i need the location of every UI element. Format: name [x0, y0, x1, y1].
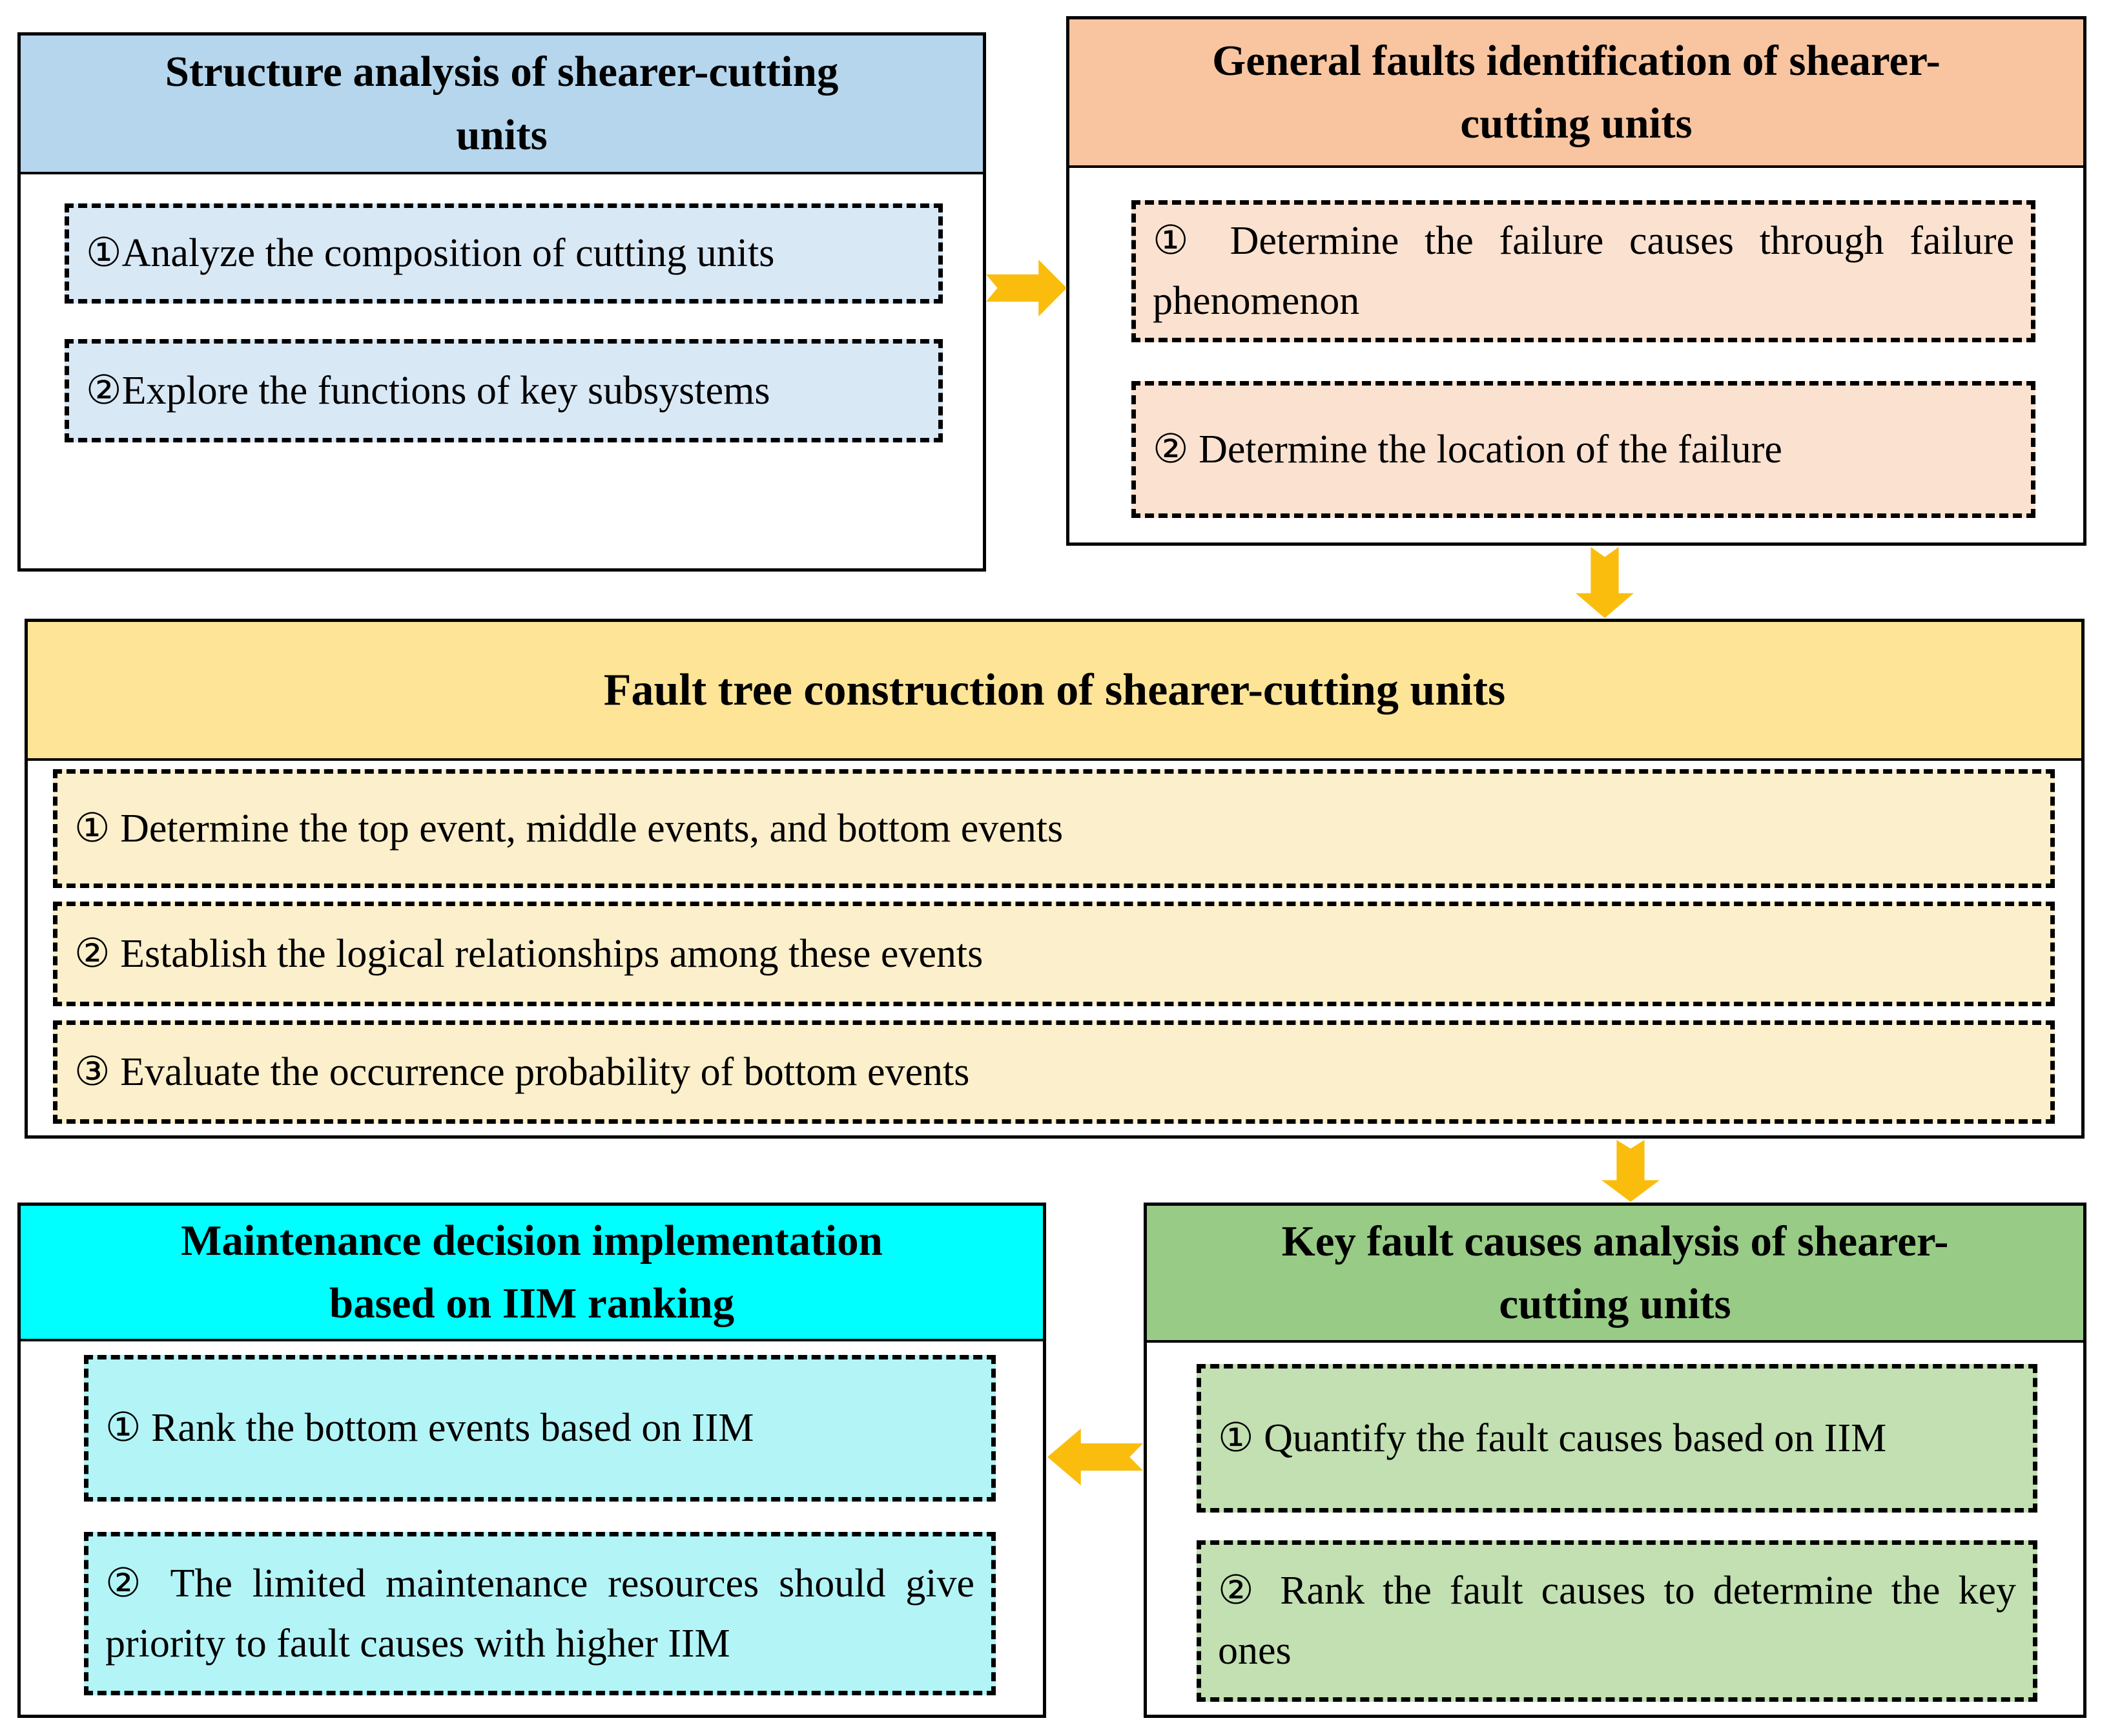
key-fault-causes-title-line2: cutting units — [1499, 1280, 1731, 1328]
step-text: ③ Evaluate the occurrence probability of… — [74, 1049, 970, 1094]
fault-tree-construction-box: Fault tree construction of shearer-cutti… — [25, 619, 2085, 1139]
general-faults-title-line1: General faults identification of shearer… — [1212, 36, 1941, 85]
structure-analysis-box: Structure analysis of shearer-cutting un… — [17, 32, 986, 572]
step-text: ② Rank the fault causes to determine the… — [1218, 1569, 2016, 1673]
structure-analysis-step-1: ①Analyze the composition of cutting unit… — [65, 203, 943, 304]
step-text: ②Explore the functions of key subsystems — [86, 368, 770, 413]
fault-tree-construction-header: Fault tree construction of shearer-cutti… — [28, 622, 2081, 761]
step-text: ① Determine the failure causes through f… — [1153, 219, 2014, 323]
down-arrow-icon — [1576, 547, 1634, 618]
key-fault-causes-title-line1: Key fault causes analysis of shearer- — [1281, 1217, 1949, 1265]
structure-analysis-step-2: ②Explore the functions of key subsystems — [65, 339, 943, 442]
maintenance-decision-title-line2: based on IIM ranking — [329, 1279, 735, 1327]
general-faults-step-2: ② Determine the location of the failure — [1131, 381, 2035, 518]
structure-analysis-title-line2: units — [456, 110, 548, 159]
step-text: ① Quantify the fault causes based on IIM — [1218, 1416, 1887, 1460]
maintenance-decision-step-1: ① Rank the bottom events based on IIM — [84, 1355, 996, 1502]
left-arrow-icon — [1047, 1429, 1143, 1485]
step-text: ① Determine the top event, middle events… — [74, 806, 1064, 851]
key-fault-causes-step-2: ② Rank the fault causes to determine the… — [1197, 1540, 2037, 1702]
down-arrow-icon — [1601, 1140, 1660, 1202]
step-text: ② The limited maintenance resources shou… — [105, 1561, 974, 1666]
key-fault-causes-step-1: ① Quantify the fault causes based on IIM — [1197, 1364, 2037, 1513]
fault-tree-step-1: ① Determine the top event, middle events… — [53, 769, 2055, 888]
step-text: ① Rank the bottom events based on IIM — [105, 1406, 754, 1450]
structure-analysis-title-line1: Structure analysis of shearer-cutting — [165, 48, 839, 96]
fault-tree-title: Fault tree construction of shearer-cutti… — [603, 665, 1506, 715]
maintenance-decision-body: ① Rank the bottom events based on IIM ② … — [21, 1341, 1043, 1715]
fault-tree-step-2: ② Establish the logical relationships am… — [53, 902, 2055, 1006]
general-faults-identification-body: ① Determine the failure causes through f… — [1069, 168, 2083, 542]
maintenance-decision-box: Maintenance decision implementation base… — [17, 1203, 1046, 1718]
structure-analysis-header: Structure analysis of shearer-cutting un… — [21, 36, 983, 174]
step-text: ② Establish the logical relationships am… — [74, 931, 983, 976]
maintenance-decision-header: Maintenance decision implementation base… — [21, 1206, 1043, 1341]
maintenance-decision-step-2: ② The limited maintenance resources shou… — [84, 1532, 996, 1695]
key-fault-causes-box: Key fault causes analysis of shearer- cu… — [1144, 1203, 2086, 1718]
key-fault-causes-body: ① Quantify the fault causes based on IIM… — [1147, 1343, 2083, 1715]
general-faults-identification-box: General faults identification of shearer… — [1066, 16, 2086, 546]
fault-tree-step-3: ③ Evaluate the occurrence probability of… — [53, 1020, 2055, 1124]
general-faults-title-line2: cutting units — [1460, 99, 1693, 147]
step-text: ①Analyze the composition of cutting unit… — [86, 231, 775, 275]
structure-analysis-body: ①Analyze the composition of cutting unit… — [21, 174, 983, 568]
general-faults-identification-header: General faults identification of shearer… — [1069, 19, 2083, 168]
maintenance-decision-title-line1: Maintenance decision implementation — [181, 1216, 883, 1265]
fault-tree-construction-body: ① Determine the top event, middle events… — [28, 761, 2081, 1135]
general-faults-step-1: ① Determine the failure causes through f… — [1131, 200, 2035, 342]
right-arrow-icon — [986, 260, 1067, 316]
key-fault-causes-header: Key fault causes analysis of shearer- cu… — [1147, 1206, 2083, 1343]
step-text: ② Determine the location of the failure — [1153, 427, 1782, 471]
